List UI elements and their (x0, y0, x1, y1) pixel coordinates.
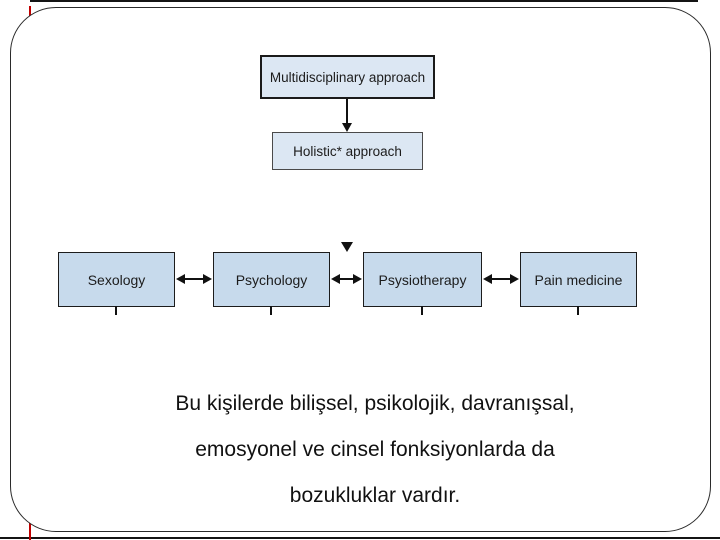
down-triangle-icon (341, 242, 353, 252)
arrow-right-head (203, 274, 212, 284)
psychology-box: Psychology (213, 252, 330, 307)
psychology-label: Psychology (235, 271, 308, 288)
sexology-box: Sexology (58, 252, 175, 307)
psysiotherapy-label: Psysiotherapy (378, 271, 467, 288)
connector-stub (421, 306, 423, 315)
top-edge-line (30, 0, 698, 2)
arrow-right-head (353, 274, 362, 284)
connector-stub (270, 306, 272, 315)
down-arrow-shaft (346, 99, 348, 125)
arrow-shaft (183, 278, 205, 280)
double-arrow-icon (176, 273, 212, 285)
body-text-line-2: emosyonel ve cinsel fonksiyonlarda da (195, 438, 555, 461)
double-arrow-icon (483, 273, 519, 285)
double-arrow-icon (331, 273, 362, 285)
arrow-left-head (176, 274, 185, 284)
pain-medicine-label: Pain medicine (534, 271, 623, 288)
connector-stub (115, 306, 117, 315)
arrow-left-head (331, 274, 340, 284)
body-text: Bu kişilerde bilişsel, psikolojik, davra… (30, 381, 720, 519)
arrow-right-head (510, 274, 519, 284)
connector-stub (577, 306, 579, 315)
arrow-shaft (338, 278, 355, 280)
arrow-left-head (483, 274, 492, 284)
holistic-approach-label: Holistic* approach (293, 143, 402, 159)
holistic-approach-box: Holistic* approach (272, 132, 423, 170)
multidisciplinary-approach-label: Multidisciplinary approach (269, 69, 426, 85)
sexology-label: Sexology (87, 271, 146, 288)
psysiotherapy-box: Psysiotherapy (363, 252, 482, 307)
body-text-line-1: Bu kişilerde bilişsel, psikolojik, davra… (175, 392, 575, 415)
arrow-shaft (490, 278, 512, 280)
pain-medicine-box: Pain medicine (520, 252, 637, 307)
multidisciplinary-approach-box: Multidisciplinary approach (260, 55, 435, 99)
down-arrow-icon (342, 123, 352, 132)
body-text-line-3: bozukluklar vardır. (289, 484, 461, 507)
bottom-edge-line (0, 537, 720, 539)
